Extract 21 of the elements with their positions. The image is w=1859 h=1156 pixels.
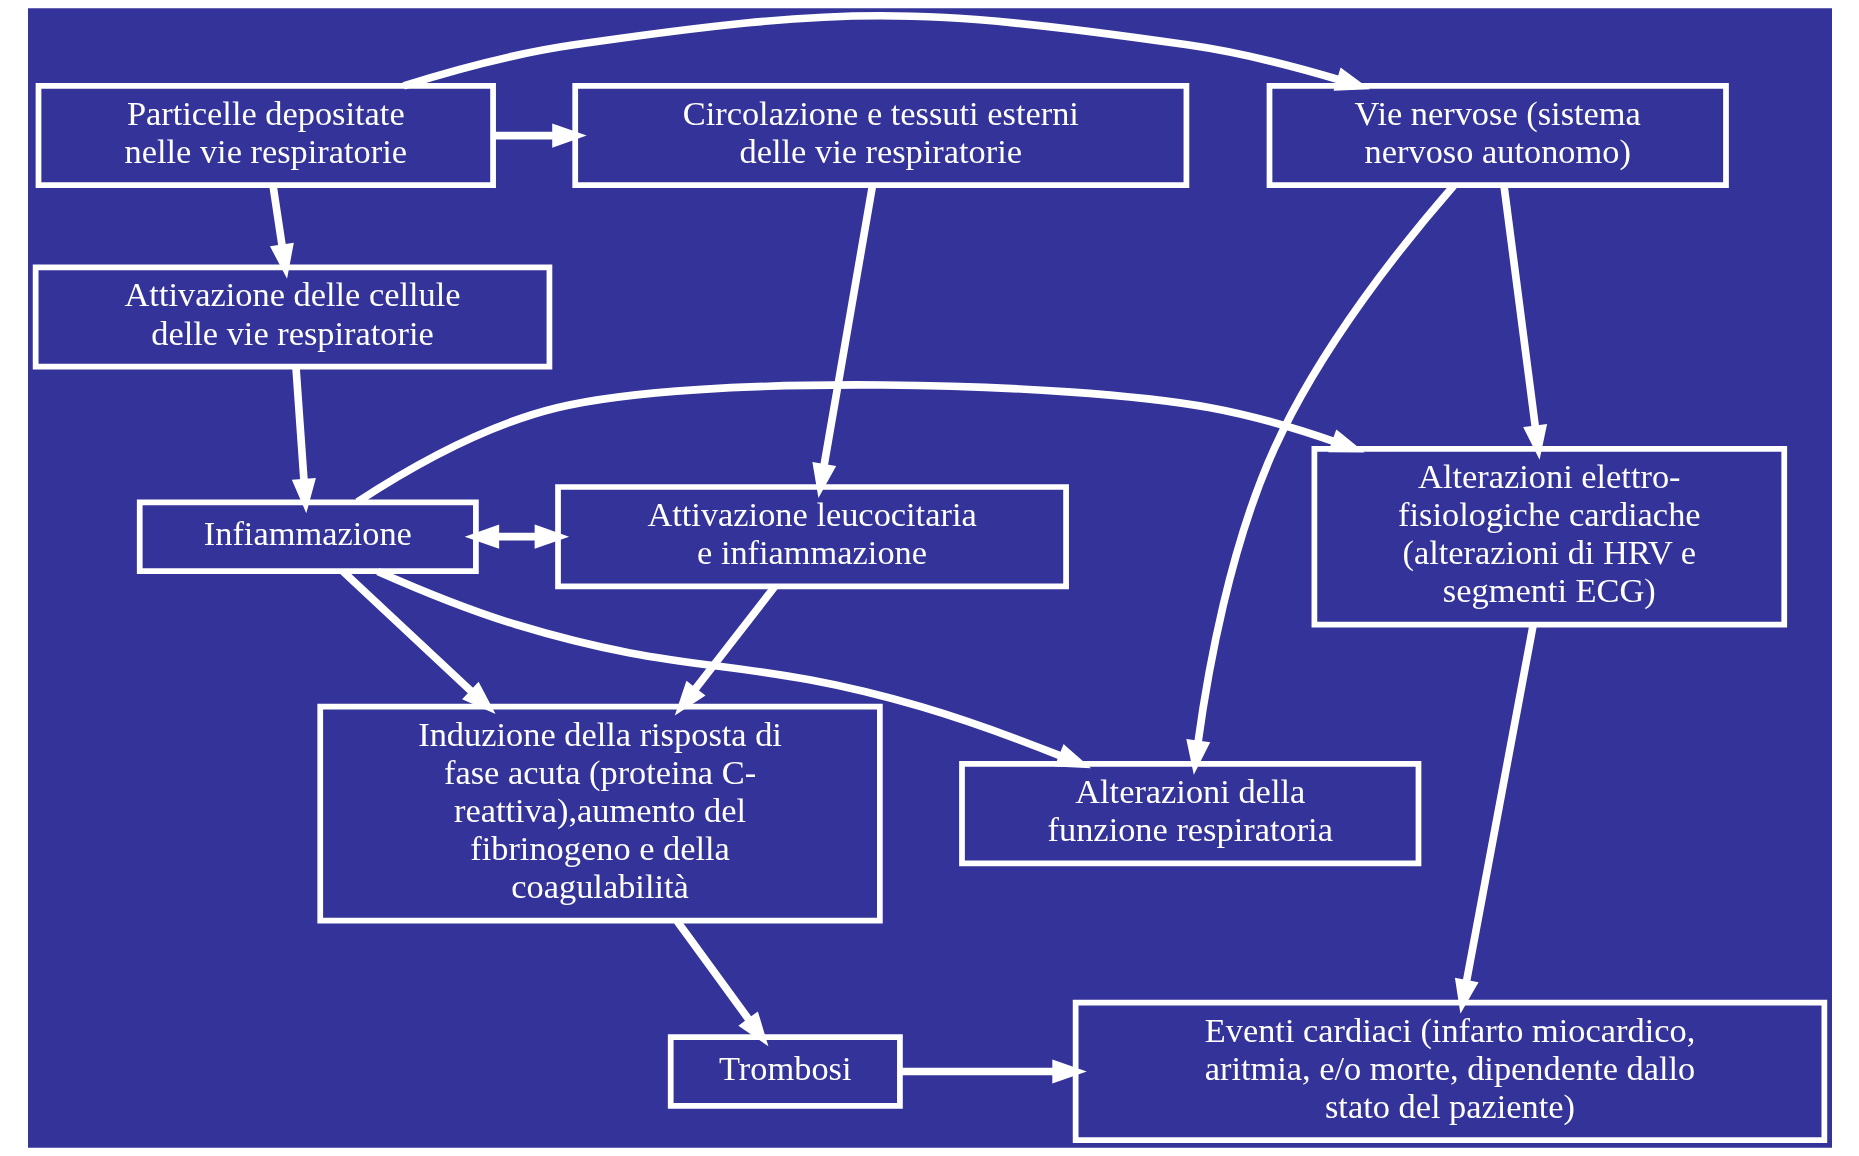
node-box: Trombosi (667, 1034, 903, 1109)
arrow (464, 524, 569, 549)
node-box: Alterazioni della funzione respiratoria (958, 761, 1421, 867)
arrow (291, 366, 316, 514)
node-box: Eventi cardiaci (infarto miocardico, aritmia, e/o morte, dipendente dallo stato del paziente) (1072, 999, 1827, 1144)
node-box: Circolazione e tessuti esterni delle vie respiratorie (571, 83, 1189, 189)
node-box: Attivazione delle cellule delle vie respiratorie (32, 264, 552, 370)
node-box: Vie nervose (sistema nervoso autonomo) (1266, 83, 1729, 189)
node-box: Particelle depositate nelle vie respiratorie (35, 83, 496, 189)
node-box: Induzione della risposta di fase acuta (proteina C- reattiva),aumento del fibrinogeno e della coagulabilità (316, 703, 883, 924)
arrow (354, 381, 1365, 506)
node-box: Attivazione leucocitaria e infiammazione (554, 484, 1069, 590)
arrow (402, 12, 1370, 91)
arrow (899, 1059, 1087, 1084)
node-box: Infiammazione (136, 499, 479, 574)
arrow (492, 123, 587, 148)
arrow (1185, 182, 1457, 775)
node-box: Alterazioni elettro- fisiologiche cardiache (alterazioni di HRV e segmenti ECG) (1311, 445, 1787, 628)
arrow (268, 185, 294, 279)
arrow (375, 567, 1091, 769)
arrow (1454, 624, 1537, 1014)
